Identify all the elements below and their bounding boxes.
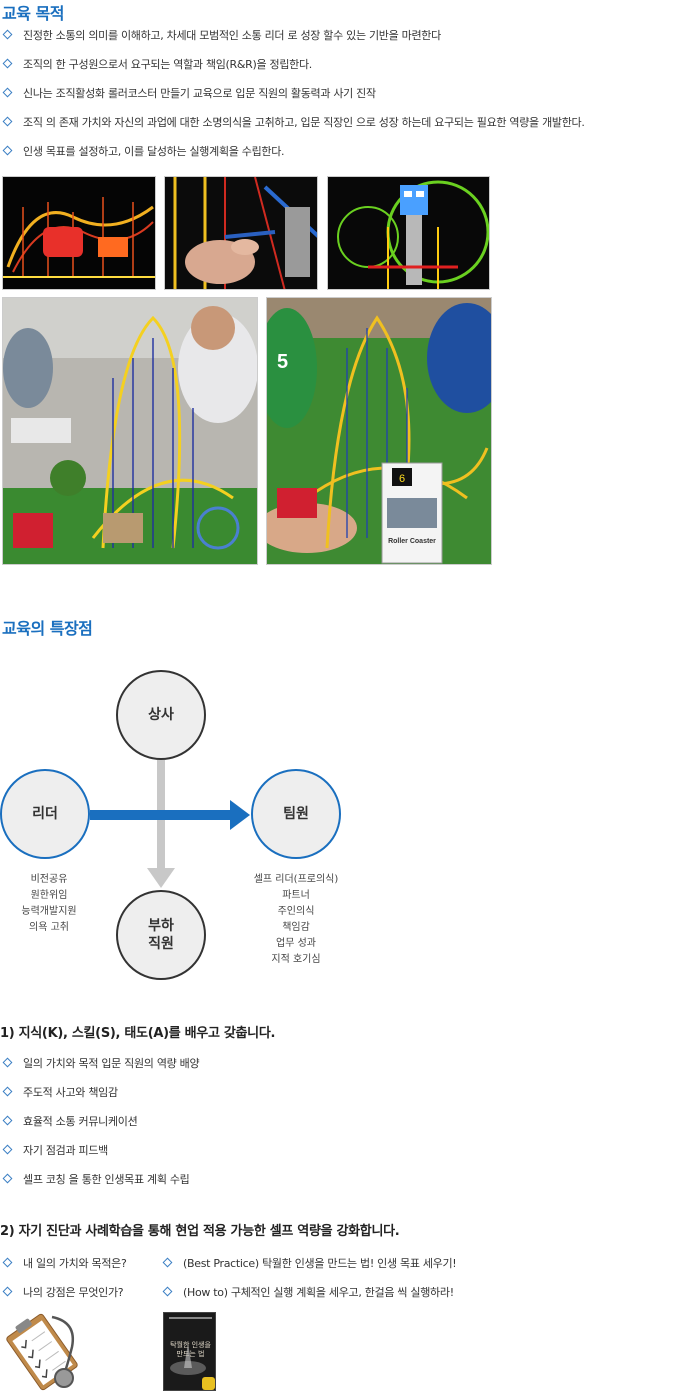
book-title: 탁월한 인생을 만드는 법 bbox=[170, 1341, 211, 1358]
svg-text:5: 5 bbox=[277, 351, 288, 373]
diamond-bullet-icon bbox=[2, 29, 13, 40]
list-item: 진정한 소통의 의미를 이해하고, 차세대 모범적인 소통 리더 로 성장 할수… bbox=[0, 20, 585, 49]
photo-participants-building-2: 5 6 Roller Coaster bbox=[266, 297, 492, 565]
part1-list: 일의 가치와 목적 입문 직원의 역량 배양 주도적 사고와 책임감 효율적 소… bbox=[0, 1048, 200, 1193]
node-superior: 상사 bbox=[116, 670, 206, 760]
part2-left-list: 내 일의 가치와 목적은? 나의 강점은 무엇인가? bbox=[0, 1248, 127, 1306]
diagram-arrows bbox=[90, 760, 250, 888]
leader-caption: 비전공유 원한위임 능력개발지원 의욕 고취 bbox=[21, 874, 77, 933]
list-item: (Best Practice) 탁월한 인생을 만드는 법! 인생 목표 세우기… bbox=[160, 1248, 457, 1277]
diamond-bullet-icon bbox=[162, 1286, 173, 1297]
team-member-caption: 셀프 리더(프로의식) 파트너 주인의식 책임감 업무 성과 지적 호기심 bbox=[253, 874, 339, 965]
diamond-bullet-icon bbox=[2, 1257, 13, 1268]
list-item: 조직의 한 구성원으로서 요구되는 역할과 책임(R&R)을 정립한다. bbox=[0, 49, 585, 78]
book-cover: 탁월한 인생을 만드는 법 bbox=[163, 1312, 216, 1391]
diamond-bullet-icon bbox=[2, 1086, 13, 1097]
diamond-bullet-icon bbox=[2, 1115, 13, 1126]
part2-title: 2) 자기 진단과 사례학습을 통해 현업 적용 가능한 셀프 역량을 강화합니… bbox=[0, 1224, 400, 1239]
list-item: 인생 목표를 설정하고, 이를 달성하는 실행계획을 수립한다. bbox=[0, 136, 585, 165]
list-item: 자기 점검과 피드백 bbox=[0, 1135, 199, 1164]
list-item: 신나는 조직활성화 롤러코스터 만들기 교육으로 입문 직원의 활동력과 사기 … bbox=[0, 78, 585, 107]
node-leader: 리더 bbox=[0, 769, 90, 859]
diamond-bullet-icon bbox=[2, 58, 13, 69]
section-title-purpose: 교육 목적 bbox=[2, 4, 64, 23]
part2-right-list: (Best Practice) 탁월한 인생을 만드는 법! 인생 목표 세우기… bbox=[160, 1248, 457, 1306]
list-item: 셀프 코칭 을 통한 인생목표 계획 수립 bbox=[0, 1164, 199, 1193]
node-team-member: 팀원 bbox=[251, 769, 341, 859]
list-item: 조직 의 존재 가치와 자신의 과업에 대한 소명의식을 고취하고, 입문 직장… bbox=[0, 107, 585, 136]
diamond-bullet-icon bbox=[2, 87, 13, 98]
list-item: 내 일의 가치와 목적은? bbox=[0, 1248, 127, 1277]
diamond-bullet-icon bbox=[162, 1257, 173, 1268]
list-item: (How to) 구체적인 실행 계획을 세우고, 한걸음 씩 실행하라! bbox=[160, 1277, 456, 1306]
diamond-bullet-icon bbox=[2, 145, 13, 156]
list-item: 나의 강점은 무엇인가? bbox=[0, 1277, 127, 1306]
purpose-list: 진정한 소통의 의미를 이해하고, 차세대 모범적인 소통 리더 로 성장 할수… bbox=[0, 20, 585, 165]
photo-coaster-model-2 bbox=[164, 176, 318, 290]
diamond-bullet-icon bbox=[2, 1144, 13, 1155]
photo-coaster-model-1 bbox=[2, 176, 156, 290]
diamond-bullet-icon bbox=[2, 116, 13, 127]
sign-number: 6 bbox=[399, 473, 405, 485]
sign-text: Roller Coaster bbox=[388, 538, 436, 545]
section-title-features: 교육의 특장점 bbox=[2, 619, 93, 638]
diamond-bullet-icon bbox=[2, 1173, 13, 1184]
photo-coaster-model-3 bbox=[327, 176, 490, 290]
diamond-bullet-icon bbox=[2, 1286, 13, 1297]
list-item: 일의 가치와 목적 입문 직원의 역량 배양 bbox=[0, 1048, 200, 1077]
part1-title: 1) 지식(K), 스킬(S), 태도(A)를 배우고 갖춥니다. bbox=[0, 1026, 276, 1041]
clipboard-stethoscope-icon bbox=[2, 1312, 82, 1392]
diamond-bullet-icon bbox=[2, 1057, 13, 1068]
node-subordinate: 부하 직원 bbox=[116, 890, 206, 980]
photo-participants-building-1 bbox=[2, 297, 258, 565]
list-item: 주도적 사고와 책임감 bbox=[0, 1077, 199, 1106]
list-item: 효율적 소통 커뮤니케이션 bbox=[0, 1106, 199, 1135]
